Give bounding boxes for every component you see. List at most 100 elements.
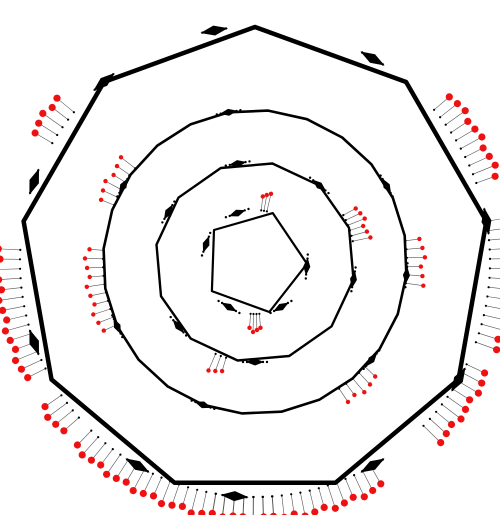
leaf-node-3-12 [149,492,158,500]
ring-2-hub-4-node [171,203,174,207]
ring-2-polygon [155,162,355,362]
ring-2-hub-1-node [353,274,356,277]
leaf-base-3-20 [97,436,100,439]
ring-2-hub-0-node [324,189,327,192]
leaf-base-7-9 [475,181,478,185]
leaf-base-6-5 [488,267,491,270]
leaf-edge-9-3 [113,174,126,183]
leaf-edge-5-4 [447,396,466,410]
ring-2-hub-4-node [163,217,166,221]
leaf-edge-3-8 [190,489,198,514]
ring-4-hub-7-node [33,180,36,183]
ring-4-hub-0-node [374,59,378,62]
leaf-base-4-14 [243,495,246,498]
ring-3-hub-3-node [209,406,212,409]
leaf-edge-12-1 [345,213,361,221]
ring-2-hub-2-node [249,360,253,364]
ring-4-hub-7-node [30,187,33,191]
leaf-edge-5-5 [441,404,462,420]
leaf-edge-0-4 [10,333,32,341]
ring-1-hub-0-node [306,253,309,256]
leaf-node-8-8 [82,256,88,261]
ring-2-hub-5-node [232,163,235,166]
ring-3-hub-6-node [215,113,218,116]
leaf-base-4-10 [280,494,283,497]
leaf-node-1-2 [44,413,52,421]
leaf-base-10-5 [404,282,407,285]
leaf-base-8-9 [102,249,105,252]
ring-3-hub-4-node [117,328,121,332]
leaf-base-13-0 [225,356,228,359]
leaf-edge-6-10 [483,314,500,320]
ring-2-hub-1-node [350,286,354,289]
leaf-edge-10-0 [405,238,420,242]
leaf-edge-7-4 [455,128,476,141]
ring-4-hub-7-node [31,184,34,187]
ring-3-hub-0-node [391,195,394,198]
ring-2-hub-2-node [241,360,245,364]
ring-1-hub-2-node [220,301,224,305]
ring-1-hub-3-node [204,243,208,246]
ring-4-hub-2-node [459,374,462,378]
leaf-node-0-9 [0,286,6,294]
leaf-base-1-1 [71,409,74,412]
leaf-node-8-2 [91,312,96,317]
leaf-node-11-2 [362,390,367,395]
ring-4-hub-9-node [213,29,216,32]
ring-2-hub-5-node [244,160,247,164]
leaf-node-13-2 [206,368,211,373]
leaf-node-2-0 [31,129,39,137]
leaf-node-9-0 [98,197,104,202]
leaf-node-5-2 [474,389,482,397]
ring-3-hub-2-node [362,367,365,371]
leaf-edge-4-5 [327,485,336,509]
leaf-edge-12-2 [347,218,365,226]
ring-4-hub-2-node [455,381,458,385]
leaf-base-8-2 [109,307,112,311]
leaf-edge-11-0 [364,366,376,377]
leaf-node-5-7 [442,430,450,438]
leaf-base-4-16 [224,494,227,497]
leaf-base-11-0 [364,365,367,368]
leaf-node-0-12 [0,255,4,263]
ring-3-hub-0-node [381,177,384,181]
leaf-base-3-21 [90,429,93,432]
leaf-edge-11-3 [345,383,355,396]
leaf-edge-4-2 [353,474,365,497]
ring-1-hub-0-node [304,277,307,280]
leaf-base-4-13 [252,495,255,499]
leaf-node-3-7 [198,509,206,515]
ring-2-hub-1-node [354,266,357,269]
leaf-base-8-8 [101,257,105,260]
leaf-node-9-5 [118,155,124,160]
hubs-layer [28,25,492,502]
leaf-edge-0-11 [0,268,21,270]
ring-2-hub-5-node [240,161,243,164]
leaf-base-8-1 [112,315,115,319]
ring-4-hub-9-node [201,31,204,34]
leaf-edge-3-11 [161,481,171,504]
ring-1-hub-2-node [234,309,238,313]
leaf-edge-8-6 [89,275,104,278]
leaf-base-12-5 [351,240,354,243]
ring-3-hub-1-node [404,278,408,281]
leaf-base-6-10 [482,314,485,317]
ring-2-hub-5-node [248,160,251,163]
leaf-base-12-1 [344,219,347,222]
leaf-node-14-2 [250,329,256,335]
leaf-node-0-6 [3,316,11,324]
leaves-layer [0,93,500,515]
leaf-edge-6-6 [489,277,500,279]
leaf-node-10-2 [422,255,428,260]
leaf-node-11-1 [367,382,373,387]
leaf-node-15-1 [264,192,269,198]
ring-2-hub-3-node [184,334,188,337]
leaf-edge-6-11 [481,323,500,330]
ring-3-hub-5-node [122,184,125,188]
leaf-edge-0-8 [0,296,23,301]
ring-4-hub-7-node [28,191,32,195]
leaf-edge-6-7 [488,286,500,289]
ring-3-hub-6-node [231,110,234,113]
ring-2-hub-1-node [352,278,355,281]
leaf-base-14-2 [252,312,255,316]
